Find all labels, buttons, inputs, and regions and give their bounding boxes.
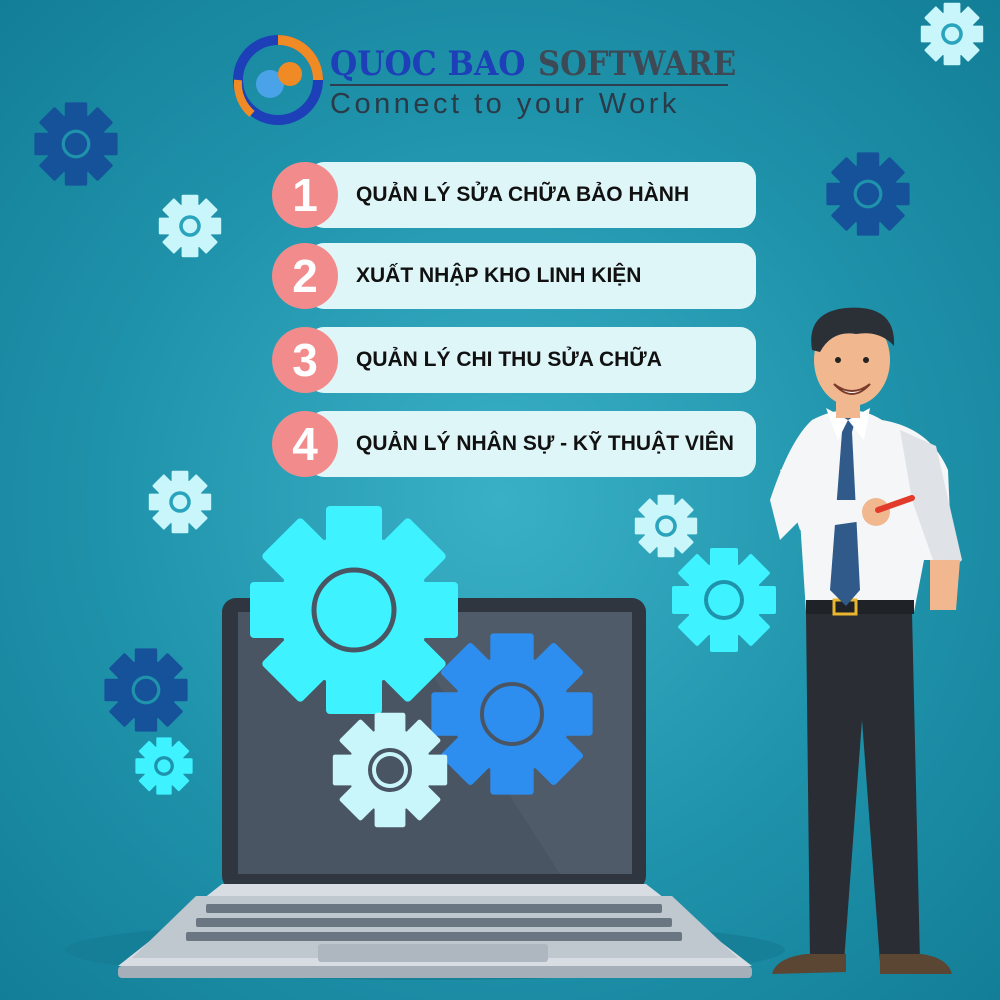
feature-label: QUẢN LÝ CHI THU SỬA CHỮA [356,348,662,371]
feature-label: QUẢN LÝ SỬA CHỮA BẢO HÀNH [356,183,690,206]
brand-name-secondary: SOFTWARE [538,44,737,84]
logo-divider [330,84,728,86]
feature-number: 1 [292,169,318,221]
feature-label: QUẢN LÝ NHÂN SỰ - KỸ THUẬT VIÊN [356,432,734,455]
gear-icon [158,194,222,258]
gear-icon [634,494,698,558]
businessman-figure [770,307,962,974]
feature-pill [308,243,756,309]
gear-icon [826,152,910,236]
feature-number: 3 [292,334,318,386]
feature-number: 2 [292,250,318,302]
brand-name-primary: QUOC BAO [330,44,526,84]
feature-number: 4 [292,418,318,470]
gear-icon [148,470,212,534]
gear-icon [104,648,188,732]
gear-icon [135,737,193,795]
pen-icon [875,495,915,513]
feature-item-3: 3 QUẢN LÝ CHI THU SỬA CHỮA [272,327,756,393]
gear-icon [34,102,118,186]
gear-icon [672,548,776,652]
feature-pill [308,411,756,477]
feature-pill [308,162,756,228]
feature-pill [308,327,756,393]
feature-label: XUẤT NHẬP KHO LINH KIỆN [356,264,642,287]
company-logo: QUOC BAO SOFTWARE Connect to your Work [232,34,742,126]
logo-mark-icon [233,35,323,125]
number-badge: 3 [272,327,338,393]
number-badge: 1 [272,162,338,228]
brand-slogan: Connect to your Work [330,88,680,120]
number-badge: 2 [272,243,338,309]
number-badge: 4 [272,411,338,477]
feature-item-2: 2 XUẤT NHẬP KHO LINH KIỆN [272,243,756,309]
feature-item-4: 4 QUẢN LÝ NHÂN SỰ - KỸ THUẬT VIÊN [272,411,756,477]
feature-item-1: 1 QUẢN LÝ SỬA CHỮA BẢO HÀNH [272,162,756,228]
gear-icon [920,2,984,66]
